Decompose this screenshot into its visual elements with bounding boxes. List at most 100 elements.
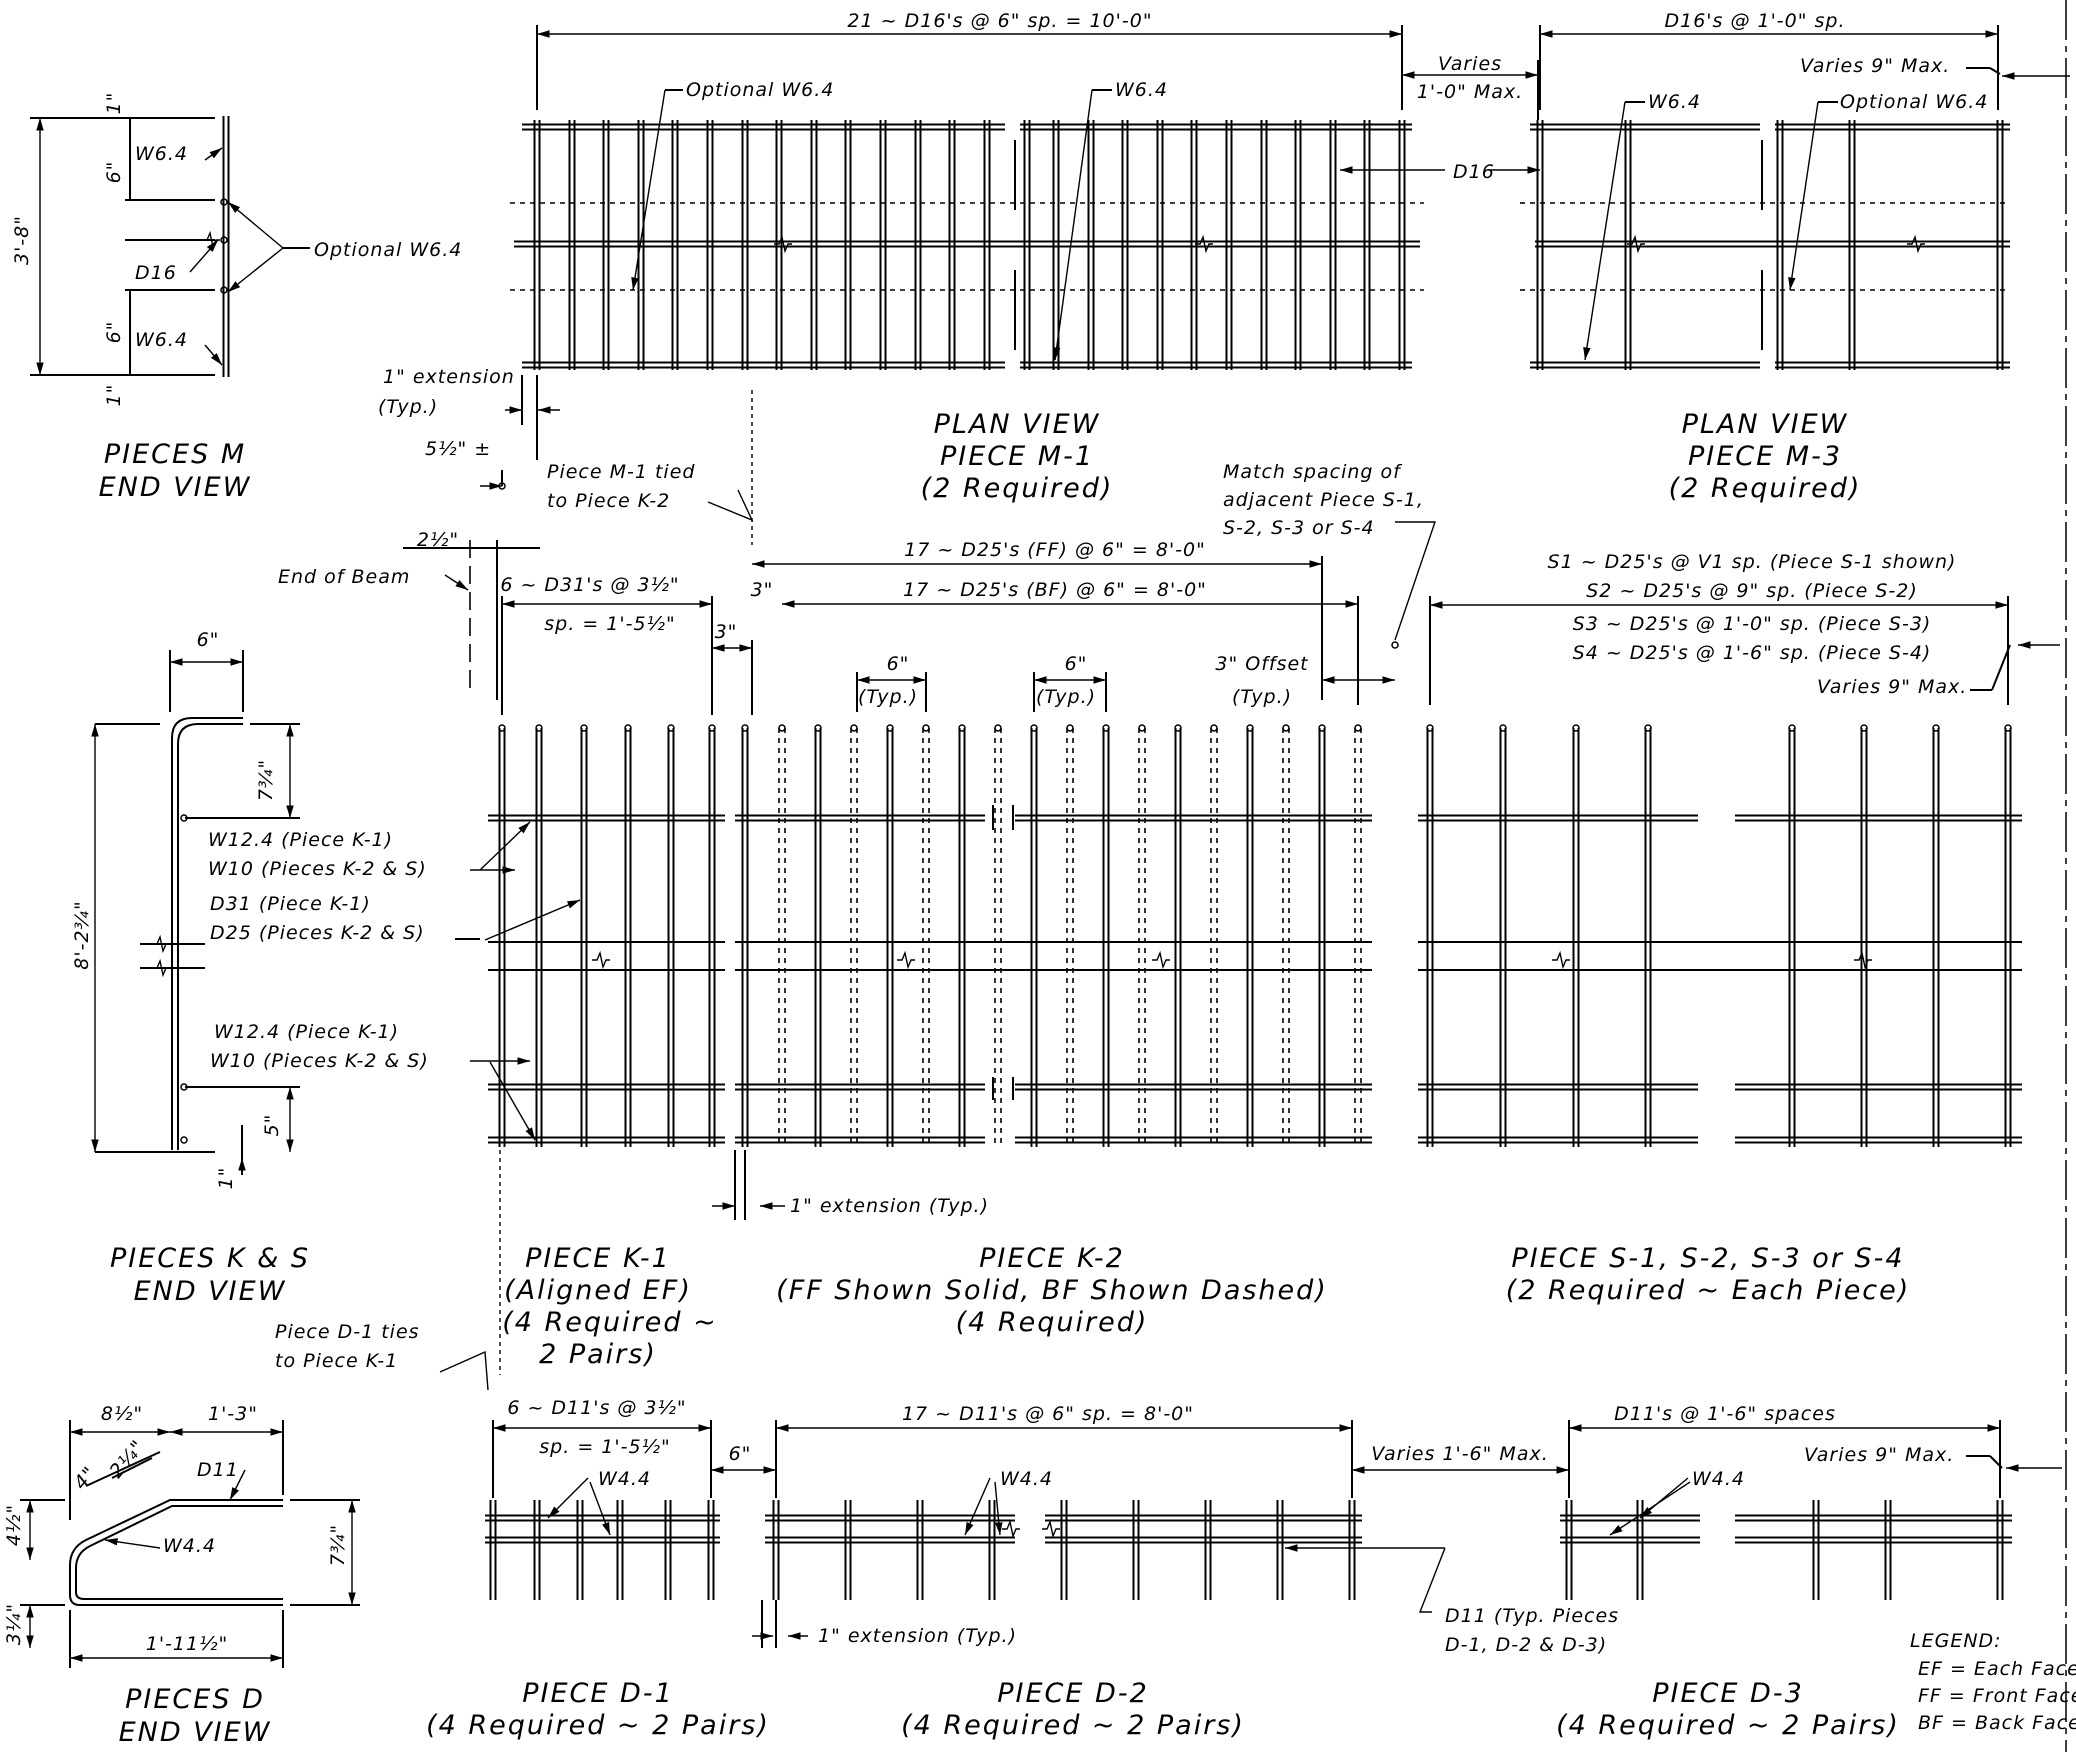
- k2-dim-3in: 3": [751, 579, 774, 601]
- d-dim-1-3: 1'-3": [208, 1403, 258, 1425]
- break-symbol-398: [1042, 1519, 1060, 1539]
- legend-ff: FF = Front Face: [1918, 1685, 2076, 1707]
- break-symbol-177: [592, 950, 610, 970]
- m3-dim-varies: Varies 9" Max.: [1800, 55, 1950, 77]
- k1-leader-w2-185: [489, 1061, 536, 1141]
- k2-dim-ff: 17 ~ D25's (FF) @ 6" = 8'-0": [904, 539, 1206, 561]
- d2-label-d11-1: D11 (Typ. Pieces: [1445, 1605, 1619, 1627]
- line-129: [1989, 67, 2001, 75]
- s-bar-end-284: [1572, 724, 1580, 732]
- k2-bf-bar-end-222: [922, 724, 930, 732]
- m-end-leader-w64-14: [204, 147, 223, 161]
- d-dim-8-5: 8½": [101, 1403, 143, 1425]
- d1-dim-6in: 6": [729, 1443, 752, 1465]
- d3-title-2: (4 Required ~ 2 Pairs): [1556, 1710, 1900, 1741]
- d1-tie-2: to Piece K-1: [275, 1350, 398, 1372]
- m1-label-w64: W6.4: [1115, 79, 1168, 101]
- m-end-leader-opt-18: [227, 201, 284, 249]
- k2-bf-bar-end-234: [1210, 724, 1218, 732]
- m-label-w64-top: W6.4: [135, 143, 188, 165]
- legend-title: LEGEND:: [1910, 1630, 2002, 1652]
- match-dot-150: [1391, 641, 1399, 649]
- m-end-title-2: END VIEW: [99, 472, 252, 503]
- k1-title-4: 2 Pairs): [539, 1339, 657, 1370]
- m-dim-1in-top: 1": [103, 92, 125, 115]
- d3-title-1: PIECE D-3: [1652, 1678, 1804, 1709]
- d1-tie-leader-370: [439, 1350, 489, 1391]
- d3-leader-w44b-436: [1609, 1481, 1691, 1536]
- m1-leader-w64-98: [1052, 89, 1093, 361]
- k1-title-1: PIECE K-1: [525, 1243, 671, 1274]
- d-dim-4in: 4": [70, 1462, 102, 1494]
- k2-dim-6in-b: 6": [1065, 653, 1088, 675]
- m1-title-3: (2 Required): [921, 473, 1114, 504]
- d-end-title-1: PIECES D: [125, 1684, 265, 1715]
- ks-dim-7-75: 7¾": [255, 759, 277, 801]
- note-end-of-beam: End of Beam: [278, 566, 410, 588]
- k2-dim-typ-a: (Typ.): [858, 686, 918, 708]
- k2-dim-typ-b: (Typ.): [1036, 686, 1096, 708]
- m-end-leader-w64b-15: [204, 344, 223, 366]
- k2-bf-bar-end-240: [1354, 724, 1362, 732]
- ks-dim-1in: 1": [215, 1167, 237, 1190]
- k1-leader-w-183: [479, 821, 531, 871]
- note-tie-m-2: to Piece K-2: [547, 490, 670, 512]
- k1-leader-d-184: [484, 899, 581, 941]
- ks-end-bar-322: [171, 717, 243, 1150]
- m-dim-1in-bot: 1": [103, 384, 125, 407]
- m-dim-overall: 3'-8": [11, 215, 33, 265]
- note-2-5in: 2½": [417, 529, 459, 551]
- k2-ff-bar-end-204: [1102, 724, 1110, 732]
- wire-dot-339: [180, 814, 188, 822]
- k2-bf-bar-end-228: [1066, 724, 1074, 732]
- m1-label-d16: D16: [1453, 161, 1495, 183]
- k2-ff-bar-end-195: [886, 724, 894, 732]
- d2-label-d11-2: D-1, D-2 & D-3): [1445, 1634, 1607, 1656]
- break-symbol-256: [1152, 950, 1170, 970]
- s-title-1: PIECE S-1, S-2, S-3 or S-4: [1511, 1243, 1904, 1274]
- k2-dim-typ-c: (Typ.): [1232, 686, 1292, 708]
- k2-bf-bar-end-231: [1138, 724, 1146, 732]
- break-symbol-337: [152, 934, 170, 954]
- m3-leader-opt-134: [1788, 101, 1819, 291]
- k2-bf-bar-end-216: [778, 724, 786, 732]
- ks-label-w124-top: W12.4 (Piece K-1): [208, 829, 393, 851]
- d2-label-w44: W4.4: [1000, 1468, 1053, 1490]
- s-bar-end-299: [2004, 724, 2012, 732]
- d1-dim-sp: sp. = 1'-5½": [539, 1436, 670, 1458]
- ks-label-d31: D31 (Piece K-1): [210, 893, 371, 915]
- d-label-w44: W4.4: [163, 1535, 216, 1557]
- d2-leader-d11-b-407: [1418, 1547, 1446, 1613]
- k1-dim-sp: sp. = 1'-5½": [544, 613, 675, 635]
- m-end-title-1: PIECES M: [104, 439, 246, 470]
- m3-title-2: PIECE M-3: [1688, 441, 1842, 472]
- match-leader-149: [1394, 521, 1436, 641]
- line-456: [111, 1457, 153, 1479]
- s-bar-end-293: [1860, 724, 1868, 732]
- s-bar-end-290: [1788, 724, 1796, 732]
- note-1in-extension-typ: (Typ.): [378, 396, 438, 418]
- k2-dim-offset: 3" Offset: [1215, 653, 1309, 675]
- legend-ef: EF = Each Face: [1918, 1658, 2076, 1680]
- m1-leader-opt-96: [631, 89, 666, 291]
- ks-end-title-2: END VIEW: [134, 1276, 287, 1307]
- k1-bar-end-159: [580, 724, 588, 732]
- m1-title-2: PIECE M-1: [940, 441, 1094, 472]
- m3-dim-main: D16's @ 1'-0" sp.: [1664, 10, 1845, 32]
- m3-title-1: PLAN VIEW: [1682, 409, 1849, 440]
- m-dim-6in-top: 6": [103, 161, 125, 184]
- d1-label-w44: W4.4: [598, 1468, 651, 1490]
- k2-ff-bar-end-198: [958, 724, 966, 732]
- k2-ff-bar-end-192: [814, 724, 822, 732]
- d1-title-1: PIECE D-1: [522, 1678, 674, 1709]
- s-dim-varies: Varies 9" Max.: [1817, 676, 1967, 698]
- k1-dim-count: 6 ~ D31's @ 3½": [500, 574, 679, 596]
- k1-bar-end-168: [708, 724, 716, 732]
- d3-leader-w44-435: [1639, 1477, 1689, 1519]
- m3-label-optional-w64: Optional W6.4: [1840, 91, 1988, 113]
- k2-ff-bar-end-189: [741, 724, 749, 732]
- s-title-2: (2 Required ~ Each Piece): [1506, 1275, 1911, 1306]
- d-end-bar-437: [69, 1499, 283, 1606]
- ks-dim-6in: 6": [197, 629, 220, 651]
